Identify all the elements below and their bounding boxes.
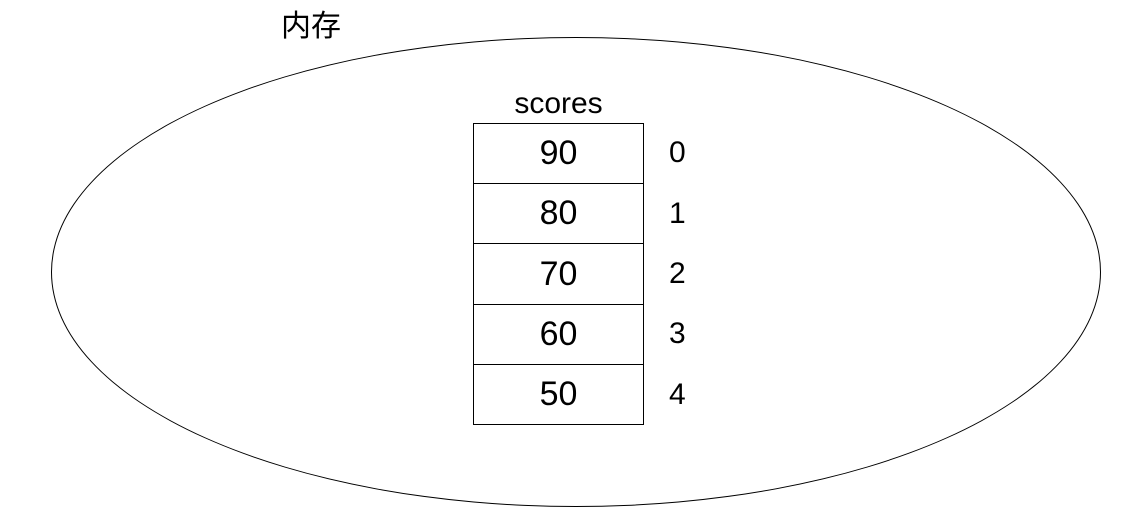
array-index-4: 4 xyxy=(669,377,686,411)
array-cell-value: 50 xyxy=(539,374,578,413)
memory-boundary-ellipse xyxy=(51,37,1101,507)
scores-array: scores 90 80 70 60 50 0 xyxy=(473,84,686,425)
array-indices: 0 1 2 3 4 xyxy=(669,123,686,425)
array-cell-2: 70 xyxy=(474,243,643,303)
array-cell-0: 90 xyxy=(474,124,643,183)
array-cell-4: 50 xyxy=(474,363,643,424)
array-cell-value: 80 xyxy=(539,194,578,233)
memory-label: 内存 xyxy=(281,10,341,43)
array-cell-1: 80 xyxy=(474,183,643,243)
array-cell-value: 70 xyxy=(539,254,578,293)
array-cells: 90 80 70 60 50 xyxy=(473,123,644,425)
array-cell-3: 60 xyxy=(474,303,643,364)
array-index-2: 2 xyxy=(669,257,686,291)
array-index-0: 0 xyxy=(669,136,686,170)
array-body: 90 80 70 60 50 0 1 2 3 4 xyxy=(473,123,686,425)
array-index-1: 1 xyxy=(669,196,686,230)
array-cell-value: 90 xyxy=(539,134,578,173)
array-cell-value: 60 xyxy=(539,314,578,353)
array-name-label: scores xyxy=(514,87,603,120)
array-index-3: 3 xyxy=(669,317,686,351)
